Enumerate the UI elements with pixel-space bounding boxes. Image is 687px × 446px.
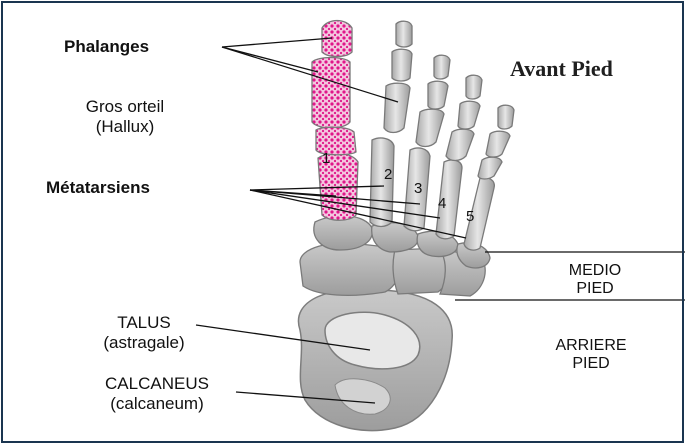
label-gros-orteil-line2: (Hallux) (64, 117, 186, 137)
metatarsal-number-3: 3 (414, 180, 422, 197)
metatarsal-number-1: 1 (322, 150, 330, 167)
label-gros-orteil-line1: Gros orteil (64, 97, 186, 117)
label-calcaneus: CALCANEUS (calcaneum) (82, 374, 232, 414)
label-talus-line1: TALUS (86, 313, 202, 333)
metatarsal-number-2: 2 (384, 166, 392, 183)
metatarsal-number-4: 4 (438, 195, 446, 212)
label-talus: TALUS (astragale) (86, 313, 202, 353)
label-phalanges: Phalanges (64, 37, 149, 57)
label-medio-line2: PIED (540, 280, 650, 298)
midfoot-bones (300, 216, 490, 296)
label-medio-pied: MEDIO PIED (540, 262, 650, 298)
label-metatarsiens: Métatarsiens (46, 178, 150, 198)
label-arriere-line1: ARRIERE (528, 337, 654, 355)
hallux-proximal (312, 58, 350, 129)
hindfoot-bones (298, 289, 452, 431)
metatarsal-number-5: 5 (466, 208, 474, 225)
diagram-title: Avant Pied (510, 56, 613, 82)
label-arriere-line2: PIED (528, 355, 654, 373)
label-arriere-pied: ARRIERE PIED (528, 337, 654, 373)
label-medio-line1: MEDIO (540, 262, 650, 280)
label-gros-orteil: Gros orteil (Hallux) (64, 97, 186, 137)
label-talus-line2: (astragale) (86, 333, 202, 353)
label-calcaneus-line1: CALCANEUS (82, 374, 232, 394)
label-calcaneus-line2: (calcaneum) (82, 394, 232, 414)
